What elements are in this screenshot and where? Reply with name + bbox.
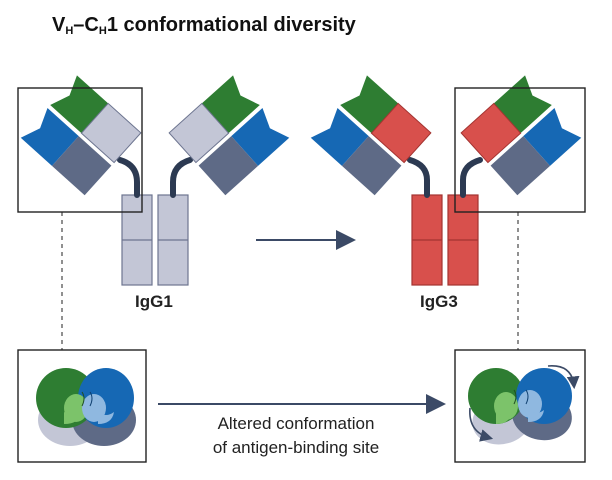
figure-title: VH–CH1 conformational diversity	[52, 14, 356, 37]
igg3-antibody	[310, 75, 586, 286]
igg1-hinge-right	[170, 157, 193, 198]
igg3-label: IgG3	[420, 292, 458, 311]
title-c-sub: H	[98, 25, 107, 37]
igg1-binding-site-panel	[17, 349, 147, 463]
igg3-fab-right	[460, 75, 582, 196]
rotation-arrow-left-icon	[469, 407, 494, 442]
igg1-zoom-box	[17, 87, 143, 213]
title-rest: 1 conformational diversity	[106, 14, 356, 36]
igg1-hinge-left	[117, 157, 140, 198]
title-v-sub: H	[65, 25, 74, 37]
igg3-binding-site-box	[454, 349, 586, 463]
igg1-fab-right	[168, 75, 290, 196]
rotation-arrow-right-icon	[547, 365, 580, 390]
igg3-hinge-right	[460, 157, 483, 198]
igg1-antibody	[17, 75, 290, 286]
igg1-fab-left	[20, 75, 142, 196]
caption-line-1: Altered conformation	[217, 414, 375, 433]
igg3-fab-left	[310, 75, 432, 196]
igg3-zoom-box	[454, 87, 586, 213]
igg3-hinge-left	[407, 157, 430, 198]
igg1-label: IgG1	[135, 292, 173, 311]
igg1-fc	[121, 194, 189, 286]
igg3-binding-site-panel	[454, 349, 586, 463]
igg1-binding-site-box	[17, 349, 147, 463]
title-c: –C	[73, 14, 99, 36]
caption-line-2: of antigen-binding site	[212, 438, 380, 457]
conformation-caption: Altered conformation of antigen-binding …	[160, 412, 432, 460]
igg3-fc	[411, 194, 479, 286]
title-v: V	[52, 14, 66, 36]
